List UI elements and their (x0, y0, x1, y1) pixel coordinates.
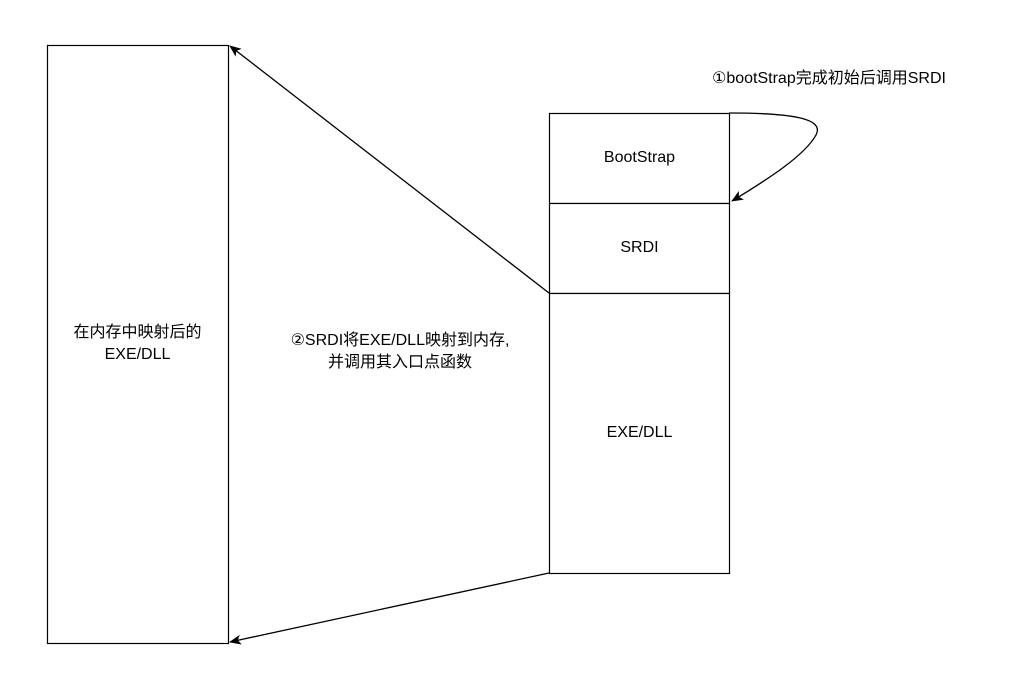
mapped-label-line1: 在内存中映射后的 (73, 324, 202, 341)
mapped-exe-dll-box (46, 44, 230, 645)
srdi-box (548, 202, 731, 295)
exe-dll-label: EXE/DLL (606, 424, 673, 441)
srdi-label: SRDI (620, 239, 659, 256)
bootstrap-box (548, 112, 731, 205)
bootstrap-label: BootStrap (603, 149, 676, 166)
arrow-bootstrap-to-srdi (728, 112, 819, 202)
arrow-map-bottom (229, 572, 550, 645)
step2-line1: ②SRDI将EXE/DLL映射到内存, (290, 332, 510, 349)
mapped-label-line2: EXE/DLL (104, 346, 171, 363)
arrow-map-top (229, 45, 550, 294)
exe-dll-box (548, 292, 731, 575)
step2-line2: 并调用其入口点函数 (327, 354, 472, 371)
step1-annotation: ①bootStrap完成初始后调用SRDI (712, 70, 946, 87)
mapped-exe-dll-label: 在内存中映射后的 EXE/DLL (47, 322, 228, 366)
step2-annotation: ②SRDI将EXE/DLL映射到内存, 并调用其入口点函数 (250, 330, 550, 374)
